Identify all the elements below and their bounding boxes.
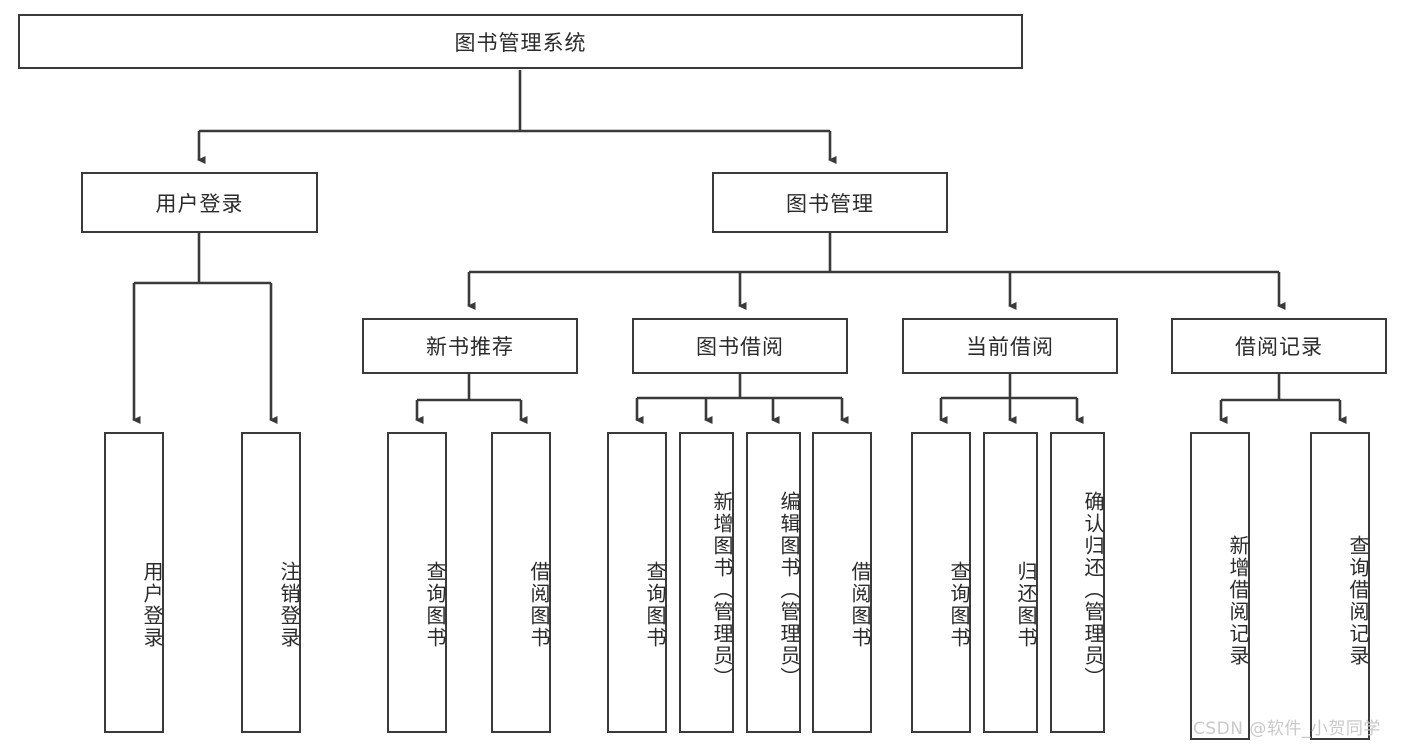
node-current-borrow[interactable]: 当前借阅	[902, 318, 1118, 374]
node-borrow-record[interactable]: 借阅记录	[1171, 318, 1387, 374]
leaf-add-borrow-record[interactable]: 新增借阅记录	[1190, 432, 1250, 740]
node-new-book-recommend[interactable]: 新书推荐	[362, 318, 578, 374]
leaf-query-book-borrow[interactable]: 查询图书	[607, 432, 667, 733]
node-book-borrow[interactable]: 图书借阅	[632, 318, 848, 374]
leaf-add-book-admin[interactable]: 新增图书（管理员）	[679, 432, 734, 733]
leaf-query-borrow-record[interactable]: 查询借阅记录	[1310, 432, 1370, 740]
leaf-borrow-book-recommend[interactable]: 借阅图书	[491, 432, 551, 733]
leaf-query-book-recommend[interactable]: 查询图书	[387, 432, 447, 733]
leaf-query-book-current[interactable]: 查询图书	[911, 432, 971, 733]
leaf-logout[interactable]: 注销登录	[241, 432, 301, 733]
node-user-login[interactable]: 用户登录	[81, 172, 318, 233]
leaf-user-login[interactable]: 用户登录	[104, 432, 164, 733]
leaf-confirm-return-admin[interactable]: 确认归还（管理员）	[1050, 432, 1105, 733]
watermark-text: CSDN @软件_小贺同学	[1193, 719, 1381, 739]
node-root[interactable]: 图书管理系统	[18, 14, 1023, 69]
leaf-return-book[interactable]: 归还图书	[983, 432, 1038, 733]
leaf-edit-book-admin[interactable]: 编辑图书（管理员）	[746, 432, 801, 733]
leaf-borrow-book[interactable]: 借阅图书	[812, 432, 872, 733]
node-book-management[interactable]: 图书管理	[712, 172, 948, 233]
